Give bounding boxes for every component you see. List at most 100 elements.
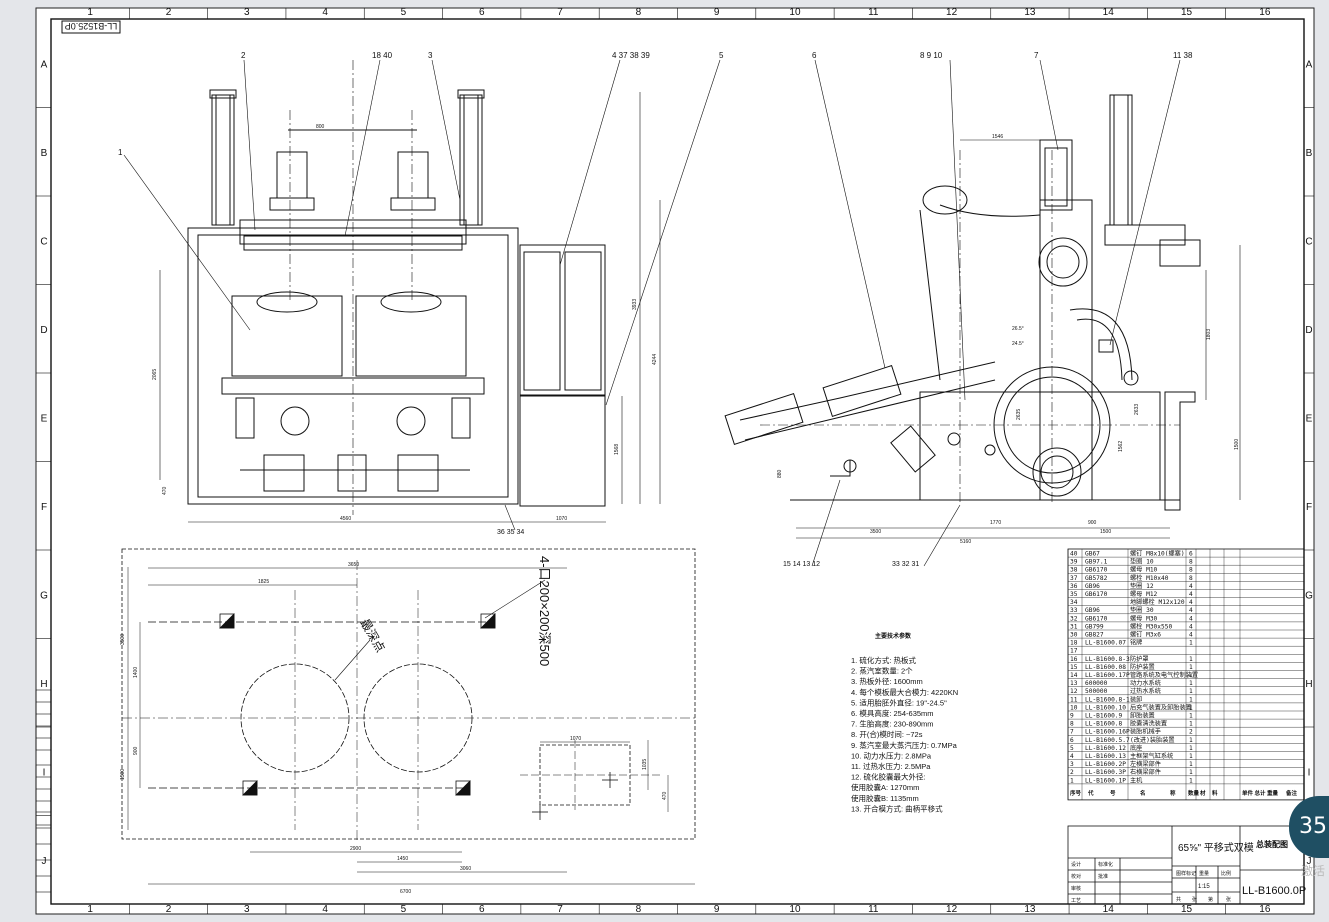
grid-row-label: C bbox=[1305, 236, 1312, 247]
bom-cell: 16 bbox=[1070, 656, 1078, 663]
grid-col-label: 2 bbox=[166, 904, 172, 915]
svg-text:张: 张 bbox=[1226, 896, 1231, 903]
grid-col-label: 10 bbox=[789, 7, 801, 18]
bom-cell: 6 bbox=[1189, 551, 1193, 558]
svg-text:3: 3 bbox=[428, 51, 433, 60]
svg-text:3650: 3650 bbox=[348, 562, 359, 568]
bom-cell: 过热水系统 bbox=[1130, 687, 1161, 695]
bom-cell: LL-B1600.12 bbox=[1085, 745, 1126, 752]
grid-col-label: 8 bbox=[636, 904, 642, 915]
side-view bbox=[724, 59, 1241, 567]
bom-cell: 螺母 M10 bbox=[1130, 566, 1158, 574]
grid-col-label: 5 bbox=[401, 7, 407, 18]
bom-cell: GB96 bbox=[1085, 607, 1100, 614]
svg-text:工艺: 工艺 bbox=[1071, 898, 1081, 904]
svg-text:共: 共 bbox=[1176, 896, 1181, 903]
grid-row-label: H bbox=[40, 679, 47, 690]
grid-row-label: E bbox=[41, 413, 48, 424]
bom-cell: 1 bbox=[1189, 745, 1193, 752]
bom-cell: LL-B1600.3P bbox=[1085, 769, 1126, 776]
bom-cell: 螺栓 M30x550 bbox=[1130, 622, 1172, 630]
svg-text:15 14 13 12: 15 14 13 12 bbox=[783, 561, 820, 568]
parameter-item: 1. 硫化方式: 热板式 bbox=[851, 655, 917, 665]
bom-header-cell: 号 bbox=[1110, 789, 1116, 797]
mirror-stamp: LL-B1525.0P bbox=[61, 20, 121, 34]
bom-cell: 1 bbox=[1189, 777, 1193, 784]
grid-col-label: 2 bbox=[166, 7, 172, 18]
bom-cell: 12 bbox=[1070, 688, 1078, 695]
grid-row-label: E bbox=[1306, 413, 1313, 424]
svg-text:1:15: 1:15 bbox=[1198, 884, 1210, 890]
svg-text:1400: 1400 bbox=[133, 667, 139, 678]
bom-cell: 1 bbox=[1189, 672, 1193, 679]
svg-text:800: 800 bbox=[316, 124, 325, 130]
bom-cell: LL-B1600.5.7 bbox=[1085, 737, 1130, 744]
bom-header-cell: 单件 总计 重量 bbox=[1242, 789, 1279, 797]
parameter-item: 5. 适用胎胚外直径: 19"-24.5" bbox=[851, 697, 947, 707]
grid-row-label: I bbox=[1308, 767, 1311, 778]
bom-cell: 13 bbox=[1070, 680, 1078, 687]
svg-text:3500: 3500 bbox=[120, 634, 126, 645]
grid-col-label: 4 bbox=[322, 7, 328, 18]
svg-text:36 35 34: 36 35 34 bbox=[497, 529, 524, 536]
bom-cell: LL-B1600.16P bbox=[1085, 729, 1130, 736]
bom-cell: 装胎机械手 bbox=[1130, 728, 1161, 736]
bom-cell: 4 bbox=[1189, 632, 1193, 639]
svg-text:470: 470 bbox=[662, 791, 668, 800]
parameter-item: 4. 每个模板最大合模力: 4220KN bbox=[851, 687, 958, 697]
svg-text:2: 2 bbox=[241, 51, 246, 60]
bom-cell: 37 bbox=[1070, 575, 1078, 582]
grid-col-label: 12 bbox=[946, 7, 958, 18]
bom-cell: 5 bbox=[1070, 745, 1074, 752]
svg-text:26.5°: 26.5° bbox=[1012, 326, 1024, 332]
grid-col-label: 7 bbox=[557, 904, 563, 915]
bom-cell: 主框架气缸系统 bbox=[1130, 752, 1173, 760]
grid-col-label: 3 bbox=[244, 904, 250, 915]
svg-text:6700: 6700 bbox=[400, 889, 411, 895]
svg-text:总装配图: 总装配图 bbox=[1256, 839, 1288, 849]
grid-col-label: 8 bbox=[636, 7, 642, 18]
parameter-item: 3. 热板外径: 1600mm bbox=[851, 676, 923, 686]
svg-text:1825: 1825 bbox=[258, 579, 269, 585]
grid-col-label: 14 bbox=[1103, 904, 1115, 915]
grid-row-label: B bbox=[41, 148, 48, 159]
svg-text:4-口200×200深500: 4-口200×200深500 bbox=[537, 556, 552, 666]
grid-col-label: 16 bbox=[1259, 904, 1271, 915]
svg-text:比例: 比例 bbox=[1221, 870, 1231, 877]
bom-cell: 垫圈 10 bbox=[1130, 558, 1154, 566]
bom-cell: 2 bbox=[1189, 729, 1193, 736]
bom-cell: 9 bbox=[1070, 713, 1074, 720]
bom-cell: 1 bbox=[1189, 688, 1193, 695]
grid-col-label: 14 bbox=[1103, 7, 1115, 18]
bom-cell: 1 bbox=[1189, 656, 1193, 663]
bom-cell: 31 bbox=[1070, 623, 1078, 630]
grid-col-label: 15 bbox=[1181, 7, 1193, 18]
svg-text:880: 880 bbox=[777, 469, 783, 478]
grid-col-label: 1 bbox=[87, 904, 93, 915]
bom-cell: 11 bbox=[1070, 696, 1078, 703]
bom-cell: LL-B1600.9 bbox=[1085, 713, 1123, 720]
bom-header-cell: 称 bbox=[1170, 789, 1176, 797]
grid-row-label: J bbox=[42, 856, 47, 867]
grid-row-label: A bbox=[1306, 59, 1313, 70]
bom-cell: 4 bbox=[1189, 599, 1193, 606]
page-number-badge[interactable]: 35 bbox=[1289, 796, 1329, 858]
parameter-item: 12. 硫化胶囊最大外径: bbox=[851, 772, 926, 782]
bom-cell: 10 bbox=[1070, 704, 1078, 711]
svg-text:批准: 批准 bbox=[1098, 873, 1108, 880]
svg-text:图样标记: 图样标记 bbox=[1176, 870, 1196, 877]
svg-text:2900: 2900 bbox=[350, 846, 361, 852]
bom-cell: GB827 bbox=[1085, 632, 1104, 639]
bom-cell: 1 bbox=[1189, 753, 1193, 760]
svg-text:1035: 1035 bbox=[642, 759, 648, 770]
svg-text:1: 1 bbox=[118, 148, 123, 157]
grid-col-label: 10 bbox=[789, 904, 801, 915]
bom-cell: GB97.1 bbox=[1085, 559, 1108, 566]
grid-col-label: 9 bbox=[714, 904, 720, 915]
grid-col-label: 16 bbox=[1259, 7, 1271, 18]
bom-cell: LL-B1600.07 bbox=[1085, 640, 1126, 647]
bom-cell: GB6170 bbox=[1085, 567, 1108, 574]
svg-text:5160: 5160 bbox=[960, 539, 971, 545]
parameter-item: 2. 蒸汽室数量: 2个 bbox=[851, 666, 913, 676]
